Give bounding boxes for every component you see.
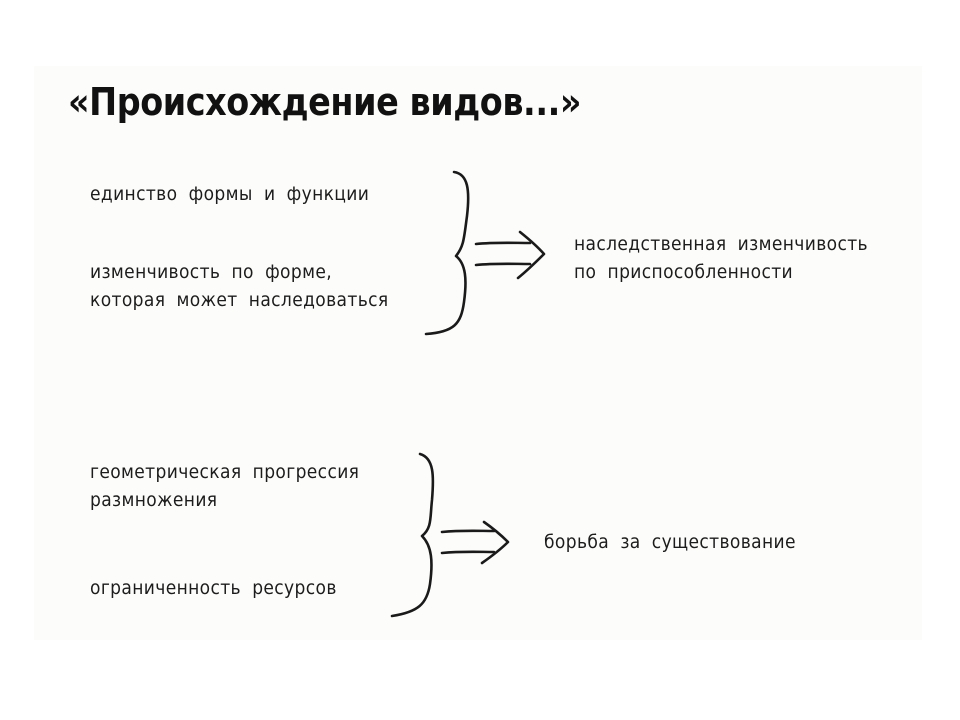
- group1-conclusion-line1: наследственная изменчивость: [574, 233, 868, 255]
- group2-conclusion: борьба за существование: [544, 528, 796, 556]
- group2-conclusion-text: борьба за существование: [544, 531, 796, 553]
- group1-arrow-head: [516, 230, 546, 280]
- group2-arrow-line-bottom: [440, 550, 496, 555]
- group1-premise-variability-line2: которая может наследоваться: [90, 289, 389, 311]
- group2-arrow-line-top: [440, 529, 496, 534]
- group1-premise-variability-line1: изменчивость по форме,: [90, 261, 333, 283]
- group2-arrow-head: [480, 520, 510, 565]
- group1-arrow-line-bottom: [474, 262, 532, 267]
- group1-premise-unity-text: единство формы и функции: [90, 183, 370, 205]
- group1-conclusion: наследственная изменчивость по приспособ…: [574, 230, 868, 286]
- group2-premise-geometric-line1: геометрическая прогрессия: [90, 461, 360, 483]
- group2-premise-resources-text: ограниченность ресурсов: [90, 577, 337, 599]
- group1-premise-unity: единство формы и функции: [90, 180, 369, 208]
- group2-brace: [390, 452, 435, 618]
- group2-premise-geometric: геометрическая прогрессия размножения: [90, 458, 359, 514]
- group1-arrow-line-top: [474, 241, 532, 246]
- slide-title: «Происхождение видов...»: [68, 80, 582, 124]
- diagram-marks: [390, 170, 546, 618]
- slide: «Происхождение видов...» единство формы …: [34, 66, 922, 640]
- group2-premise-resources: ограниченность ресурсов: [90, 574, 337, 602]
- group1-brace: [424, 170, 470, 336]
- group1-conclusion-line2: по приспособленности: [574, 261, 794, 283]
- group2-premise-geometric-line2: размножения: [90, 489, 218, 511]
- group1-premise-variability: изменчивость по форме, которая может нас…: [90, 258, 389, 314]
